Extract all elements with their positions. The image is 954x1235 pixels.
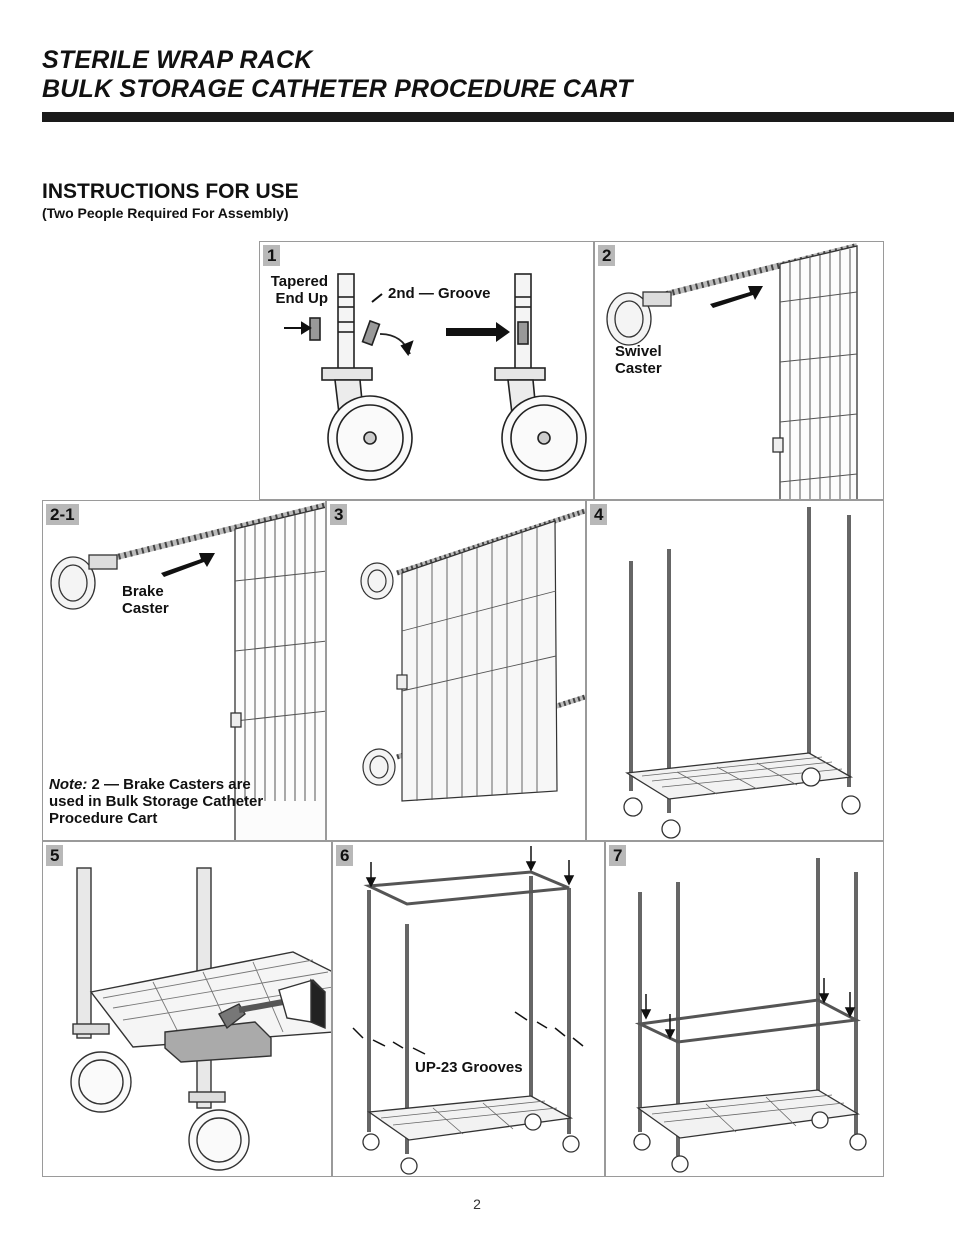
brake-caster-illustration bbox=[50, 502, 325, 840]
label-brake-caster: Brake Caster bbox=[122, 583, 169, 617]
step-2-1-panel: 2-1 Brake Caster Note: 2 — Brake Casters… bbox=[42, 500, 326, 841]
step-number: 6 bbox=[336, 845, 354, 866]
step-2-panel: 2 Swivel Caster bbox=[594, 241, 884, 500]
step-number: 2-1 bbox=[46, 504, 79, 525]
step-1-panel: 1 Tapered End Up 2nd — Groove bbox=[259, 241, 594, 500]
step-3-panel: 3 bbox=[326, 500, 586, 841]
step-number: 2 bbox=[598, 245, 616, 266]
shelf-side-assembly-illustration bbox=[360, 508, 585, 802]
label-up-23-grooves: UP-23 Grooves bbox=[415, 1059, 523, 1076]
page-number: 2 bbox=[473, 1196, 481, 1212]
step-number: 7 bbox=[609, 845, 627, 866]
section-subheading: (Two People Required For Assembly) bbox=[42, 205, 289, 221]
step-5-panel: 5 bbox=[42, 841, 332, 1177]
label-tapered: Tapered End Up bbox=[270, 273, 328, 307]
label-swivel-caster: Swivel Caster bbox=[615, 343, 662, 377]
label-2nd-groove: 2nd — Groove bbox=[388, 285, 491, 302]
step-number: 1 bbox=[263, 245, 281, 266]
top-shelf-frame-illustration bbox=[352, 846, 584, 1175]
step-6-panel: 6 UP-23 Grooves bbox=[332, 841, 605, 1177]
swivel-caster-illustration bbox=[606, 243, 858, 499]
seat-shelf-with-mallet-illustration bbox=[70, 867, 331, 1171]
document-title: STERILE WRAP RACK BULK STORAGE CATHETER … bbox=[42, 46, 633, 104]
title-rule bbox=[42, 112, 954, 122]
step-number: 3 bbox=[330, 504, 348, 525]
posts-on-shelf-illustration bbox=[623, 507, 861, 839]
brake-caster-note: Note: 2 — Brake Casters are used in Bulk… bbox=[49, 776, 264, 827]
step-7-panel: 7 bbox=[605, 841, 884, 1177]
step-number: 4 bbox=[590, 504, 608, 525]
step-number: 5 bbox=[46, 845, 64, 866]
title-line-1: STERILE WRAP RACK bbox=[42, 46, 313, 74]
step-4-panel: 4 bbox=[586, 500, 884, 841]
middle-shelf-frame-illustration bbox=[633, 858, 867, 1173]
section-heading: INSTRUCTIONS FOR USE bbox=[42, 180, 299, 203]
caster-stem-illustration bbox=[284, 273, 587, 481]
title-line-2: BULK STORAGE CATHETER PROCEDURE CART bbox=[42, 75, 633, 103]
